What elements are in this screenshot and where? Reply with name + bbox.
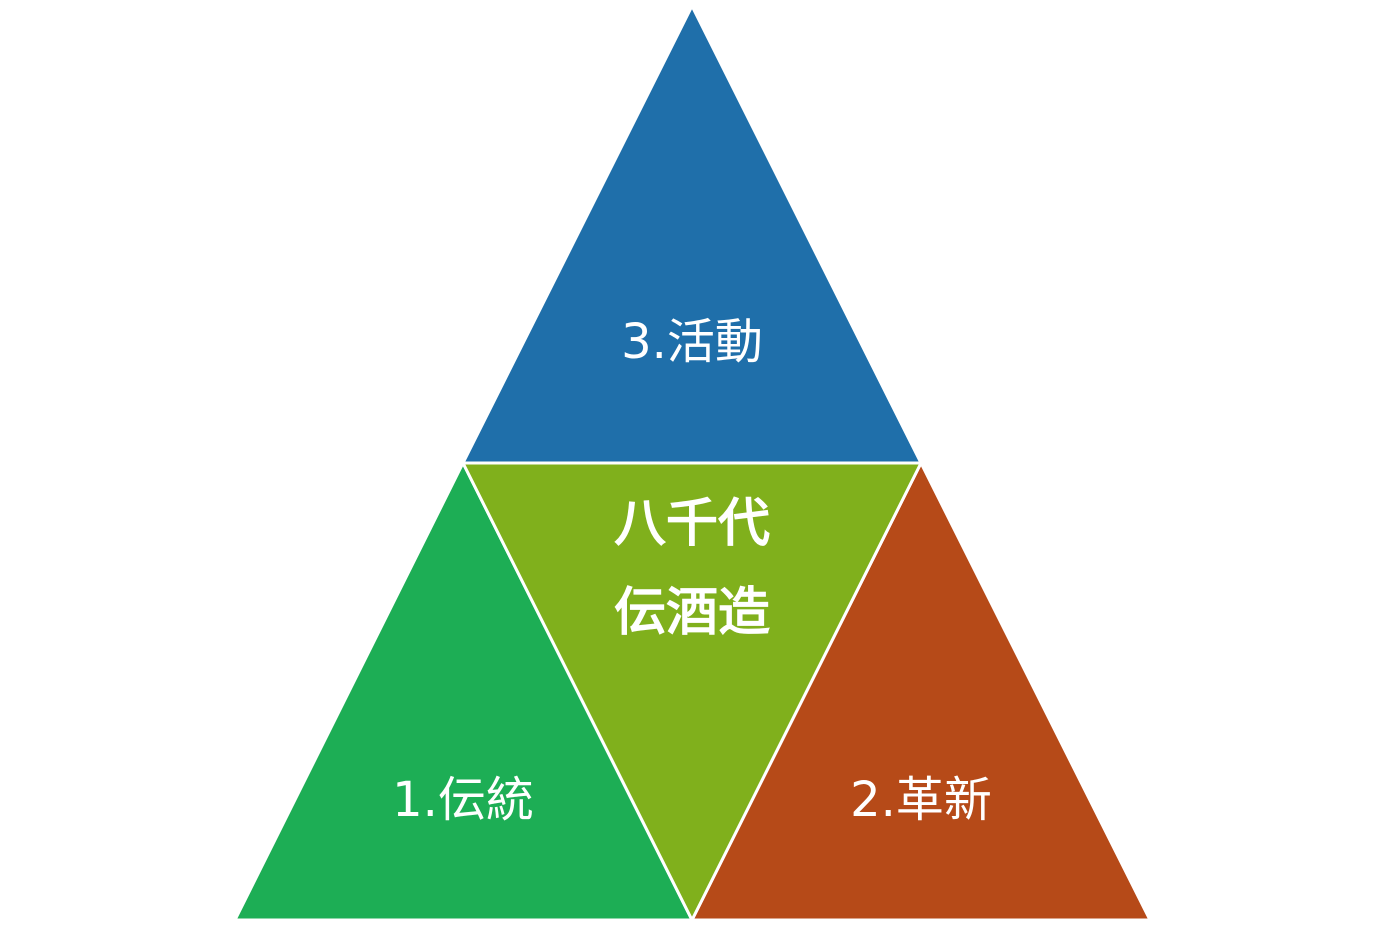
top-triangle-label: 3.活動 <box>621 314 763 370</box>
center-label-line1: 八千代 <box>614 494 770 554</box>
left-triangle-label: 1.伝統 <box>392 772 534 828</box>
center-triangle <box>460 461 924 924</box>
right-triangle-label: 2.革新 <box>850 772 992 828</box>
center-label-line2: 伝酒造 <box>614 583 770 643</box>
top-triangle <box>460 2 924 465</box>
